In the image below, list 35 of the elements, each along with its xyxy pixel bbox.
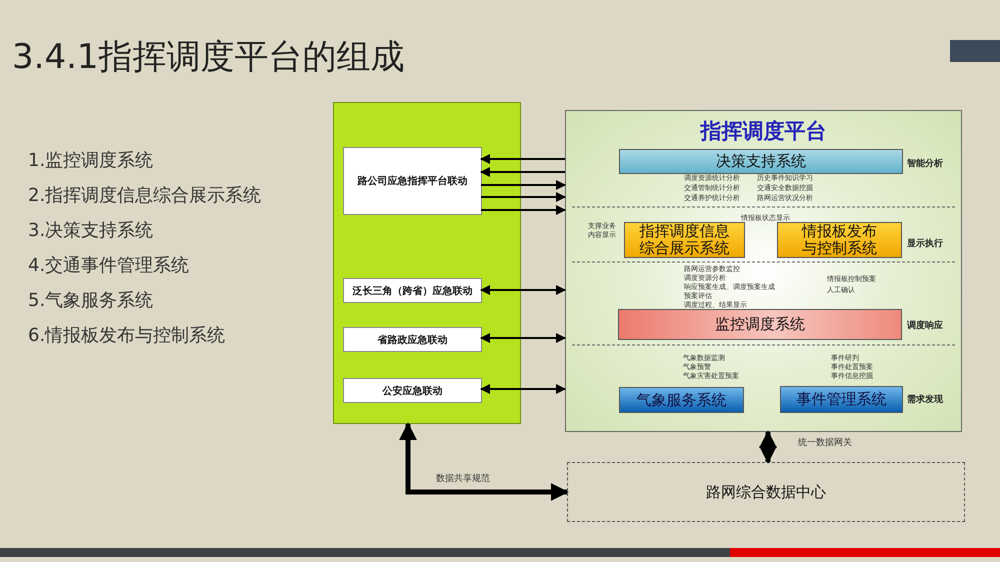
arrow [480,384,566,394]
system-box: 指挥调度信息综合展示系统 [624,222,745,258]
panel-background [333,102,521,424]
system-box: 情报板发布与控制系统 [777,222,902,258]
arrow [480,167,565,177]
arrow [481,180,566,190]
data-center-box: 路网综合数据中心 [567,462,965,522]
list-item: 4.交通事件管理系统 [28,254,190,277]
layer-label: 需求发现 [907,393,943,406]
layer-label: 显示执行 [907,237,943,250]
system-box: 决策支持系统 [619,149,903,174]
system-box: 事件管理系统 [780,386,903,413]
slide-title: 3.4.1指挥调度平台的组成 [12,36,405,79]
linkage-box: 泛长三角（跨省）应急联动 [343,278,482,303]
layer-label: 调度响应 [907,319,943,332]
arrow [480,333,566,343]
edge-label: 统一数据网关 [798,436,852,449]
arrow [480,285,566,295]
layer-label: 智能分析 [907,158,943,170]
arrow [481,205,566,215]
linkage-box: 路公司应急指挥平台联动 [343,147,482,215]
list-item: 5.气象服务系统 [28,289,154,312]
arrow [759,430,777,464]
linkage-box: 省路政应急联动 [343,327,482,352]
linkage-box: 公安应急联动 [343,378,482,403]
arrow [481,192,566,202]
list-item: 2.指挥调度信息综合展示系统 [28,184,262,207]
arrow [399,422,569,501]
list-item: 1.监控调度系统 [28,149,154,172]
edge-label: 数据共享规范 [436,472,490,485]
list-item: 3.决策支持系统 [28,219,154,242]
list-item: 6.情报板发布与控制系统 [28,324,226,347]
arrow [480,154,565,164]
system-box: 气象服务系统 [619,387,744,413]
system-box: 监控调度系统 [618,309,902,340]
